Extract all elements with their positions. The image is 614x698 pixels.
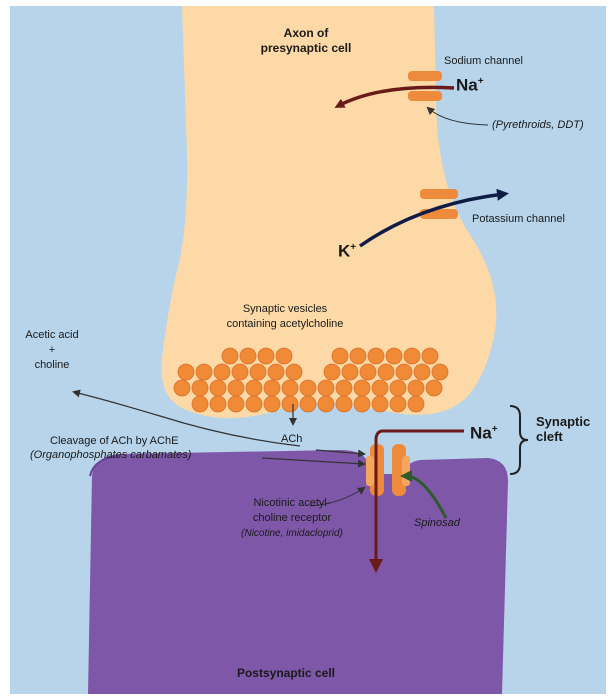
- vesicle-icon: [214, 364, 230, 380]
- vesicle-icon: [360, 364, 376, 380]
- vesicle-icon: [414, 364, 430, 380]
- vesicle-icon: [324, 364, 340, 380]
- vesicle-icon: [372, 396, 388, 412]
- postsynaptic-label: Postsynaptic cell: [206, 666, 366, 681]
- potassium-ion: K+: [338, 240, 356, 259]
- vesicle-icon: [390, 396, 406, 412]
- sodium-ion-top-charge: +: [478, 76, 484, 87]
- acetic-line2: +: [12, 343, 92, 358]
- organophosphates-label: (Organophosphates carbamates): [30, 448, 191, 463]
- vesicle-icon: [264, 396, 280, 412]
- diagram-stage: Axon of presynaptic cell Sodium channel …: [10, 6, 606, 694]
- sodium-channel-label: Sodium channel: [444, 54, 523, 69]
- synapse-diagram: [10, 6, 606, 694]
- vesicles-label-line2: containing acetylcholine: [200, 317, 370, 332]
- vesicle-icon: [174, 380, 190, 396]
- vesicle-icon: [300, 380, 316, 396]
- nicotine-imidacloprid-label: (Nicotine, imidacloprid): [232, 526, 352, 541]
- sodium-ion-right: Na+: [470, 422, 498, 441]
- vesicle-icon: [178, 364, 194, 380]
- postsynaptic-cell: [88, 450, 508, 694]
- vesicle-icon: [426, 380, 442, 396]
- cleft-brace: [510, 406, 528, 474]
- vesicle-icon: [210, 380, 226, 396]
- vesicle-icon: [196, 364, 212, 380]
- vesicle-icon: [276, 348, 292, 364]
- vesicle-icon: [350, 348, 366, 364]
- vesicle-icon: [354, 380, 370, 396]
- vesicle-icon: [378, 364, 394, 380]
- vesicles-label: Synaptic vesicles containing acetylcholi…: [200, 302, 370, 332]
- vesicle-icon: [396, 364, 412, 380]
- nicotinic-line2: choline receptor: [232, 511, 352, 526]
- vesicle-icon: [368, 348, 384, 364]
- vesicle-icon: [268, 364, 284, 380]
- vesicle-icon: [250, 364, 266, 380]
- vesicle-icon: [300, 396, 316, 412]
- sodium-ion-top-text: Na: [456, 76, 478, 95]
- vesicle-icon: [372, 380, 388, 396]
- vesicle-icon: [386, 348, 402, 364]
- nicotinic-line1: Nicotinic acetyl-: [232, 496, 352, 511]
- vesicle-icon: [342, 364, 358, 380]
- vesicle-icon: [408, 396, 424, 412]
- potassium-channel-label: Potassium channel: [472, 212, 565, 227]
- vesicle-icon: [318, 380, 334, 396]
- vesicle-icon: [404, 348, 420, 364]
- sodium-ion-right-charge: +: [492, 424, 498, 435]
- ach-label: ACh: [281, 432, 302, 447]
- vesicle-icon: [246, 380, 262, 396]
- cleavage-label: Cleavage of ACh by AChE: [50, 434, 178, 449]
- sodium-ion-right-text: Na: [470, 424, 492, 443]
- vesicle-icon: [222, 348, 238, 364]
- vesicle-icon: [210, 396, 226, 412]
- synaptic-cleft-label: Synaptic cleft: [536, 414, 590, 444]
- axon-title-line1: Axon of: [216, 26, 396, 41]
- vesicle-icon: [192, 396, 208, 412]
- vesicle-icon: [286, 364, 302, 380]
- vesicle-icon: [432, 364, 448, 380]
- vesicle-icon: [282, 380, 298, 396]
- potassium-ion-text: K: [338, 242, 350, 261]
- pyrethroid-pointer: [428, 108, 488, 125]
- acetic-line1: Acetic acid: [12, 328, 92, 343]
- vesicle-icon: [246, 396, 262, 412]
- axon-title: Axon of presynaptic cell: [216, 26, 396, 56]
- vesicle-icon: [422, 348, 438, 364]
- vesicle-icon: [240, 348, 256, 364]
- axon-title-line2: presynaptic cell: [216, 41, 396, 56]
- vesicle-icon: [390, 380, 406, 396]
- vesicle-icon: [336, 396, 352, 412]
- vesicle-icon: [228, 380, 244, 396]
- vesicles-label-line1: Synaptic vesicles: [200, 302, 370, 317]
- vesicle-icon: [408, 380, 424, 396]
- vesicle-icon: [258, 348, 274, 364]
- vesicle-icon: [192, 380, 208, 396]
- spinosad-label: Spinosad: [414, 516, 460, 531]
- nicotinic-label: Nicotinic acetyl- choline receptor (Nico…: [232, 496, 352, 541]
- synaptic-cleft-line2: cleft: [536, 429, 590, 444]
- vesicle-icon: [354, 396, 370, 412]
- pyrethroids-label: (Pyrethroids, DDT): [492, 118, 584, 133]
- vesicle-icon: [228, 396, 244, 412]
- acetic-acid-label: Acetic acid + choline: [12, 328, 92, 373]
- vesicle-icon: [264, 380, 280, 396]
- synaptic-cleft-line1: Synaptic: [536, 414, 590, 429]
- vesicle-icon: [318, 396, 334, 412]
- acetic-line3: choline: [12, 358, 92, 373]
- potassium-ion-charge: +: [350, 242, 356, 253]
- vesicle-icon: [332, 348, 348, 364]
- sodium-ion-top: Na+: [456, 74, 484, 93]
- vesicle-icon: [282, 396, 298, 412]
- vesicle-icon: [232, 364, 248, 380]
- vesicle-icon: [336, 380, 352, 396]
